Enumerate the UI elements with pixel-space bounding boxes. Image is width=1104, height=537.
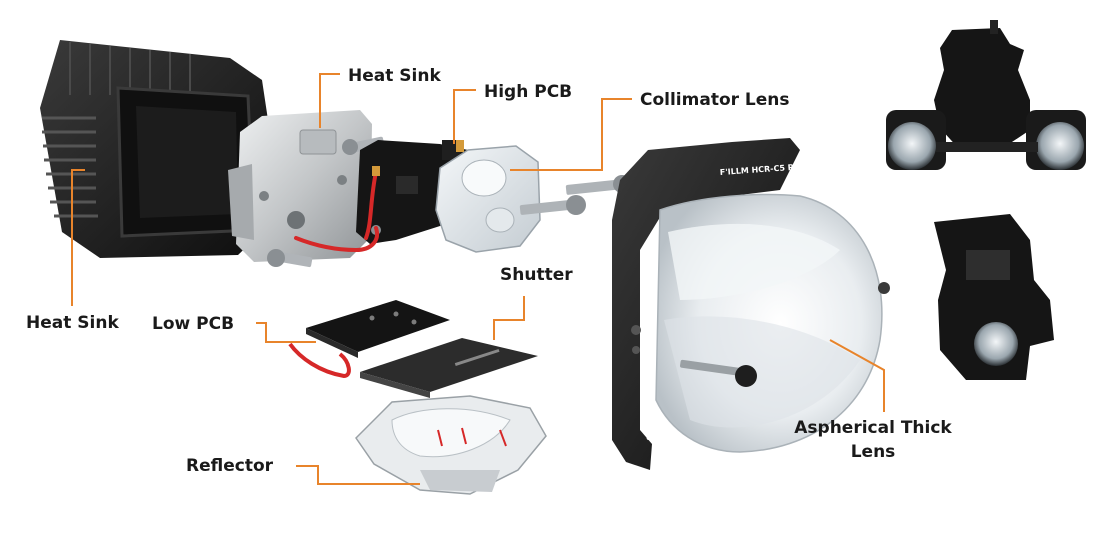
assembled-view-front [886, 20, 1086, 170]
label-heat-sink-top: Heat Sink [348, 66, 441, 86]
leader-high-pcb [453, 89, 476, 144]
aluminum-heat-sink [228, 110, 372, 262]
label-low-pcb: Low PCB [152, 314, 235, 334]
left-heat-sink [40, 40, 268, 258]
label-reflector: Reflector [186, 456, 274, 476]
leader-shutter [493, 296, 525, 340]
reflector-part [355, 395, 547, 495]
leader-heat-sink-top [319, 73, 340, 128]
red-wire [294, 170, 379, 253]
screw-upper [342, 136, 385, 155]
assembled-view-side [934, 214, 1054, 380]
label-heat-sink-left: Heat Sink [26, 313, 119, 333]
leader-low-pcb [256, 322, 316, 343]
leader-heat-sink-left [71, 169, 85, 306]
label-aspherical-line1: Aspherical Thick [794, 418, 952, 438]
lens-e-mark-text: E4 [644, 402, 655, 416]
long-screw-1 [519, 195, 586, 215]
collimator-lens-part [435, 145, 541, 253]
label-aspherical-lens: Aspherical Thick Lens [790, 418, 956, 462]
leader-reflector [296, 465, 420, 485]
leader-lines [71, 73, 885, 485]
low-pcb-board [288, 300, 450, 379]
label-shutter: Shutter [500, 265, 573, 285]
label-high-pcb: High PCB [484, 82, 573, 102]
leader-collimator [510, 98, 632, 171]
label-collimator-lens: Collimator Lens [640, 90, 790, 110]
projector-lens-assembly: F'ILLM HCR-C5 PLT.5 E4 01 [612, 138, 890, 470]
leader-aspherical [829, 339, 885, 412]
lens-code-text: 01 [646, 433, 656, 442]
shutter-plate [360, 338, 538, 398]
label-aspherical-line2: Lens [850, 442, 896, 462]
screw-lower [267, 249, 313, 268]
